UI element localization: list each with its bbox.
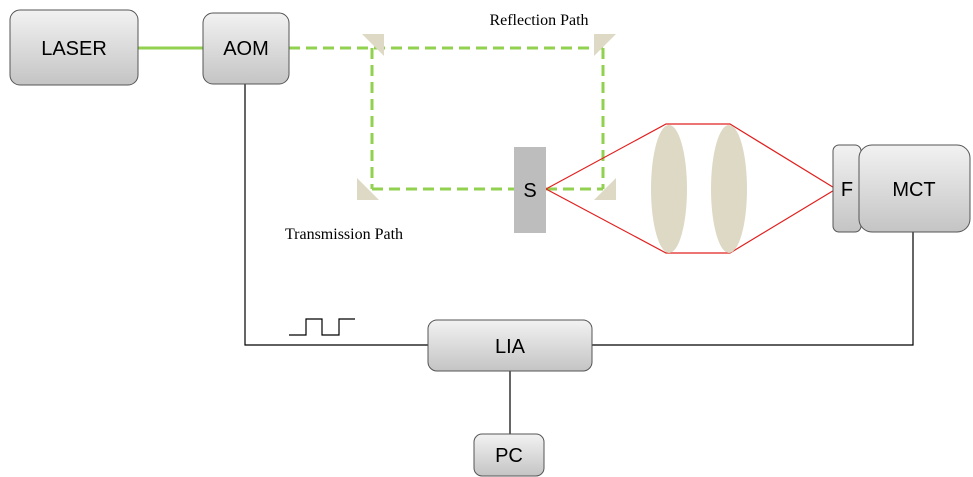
lia-label: LIA bbox=[495, 336, 526, 358]
mirrors bbox=[357, 34, 616, 200]
sample-label: S bbox=[523, 180, 536, 202]
mct-to-lia-wire bbox=[592, 232, 914, 346]
aom-label: AOM bbox=[223, 38, 269, 60]
reflection-path-label: Reflection Path bbox=[489, 12, 588, 29]
pc-box: PC bbox=[473, 433, 545, 477]
mirror-bottom-left bbox=[357, 178, 379, 200]
mirror-bottom-right bbox=[594, 178, 616, 200]
transmission-path-label: Transmission Path bbox=[285, 226, 403, 243]
laser-box: LASER bbox=[9, 9, 139, 86]
mirror-top-right bbox=[594, 34, 616, 56]
laser-label: LASER bbox=[41, 38, 107, 60]
sample-holder bbox=[514, 147, 546, 233]
mct-box: MCT bbox=[858, 144, 971, 233]
mirror-top-left bbox=[362, 34, 384, 56]
filter-box: F bbox=[832, 144, 862, 233]
signal-wires bbox=[244, 84, 914, 434]
lens-2 bbox=[711, 125, 747, 253]
pc-label: PC bbox=[495, 445, 523, 467]
square-wave-icon bbox=[289, 318, 355, 336]
beam-paths bbox=[289, 46, 605, 191]
lens-1 bbox=[651, 125, 687, 253]
lia-box: LIA bbox=[427, 319, 593, 372]
filter-label: F bbox=[841, 179, 853, 201]
aom-box: AOM bbox=[202, 12, 290, 85]
mct-label: MCT bbox=[892, 179, 935, 201]
aom-to-lia-wire bbox=[244, 84, 428, 346]
